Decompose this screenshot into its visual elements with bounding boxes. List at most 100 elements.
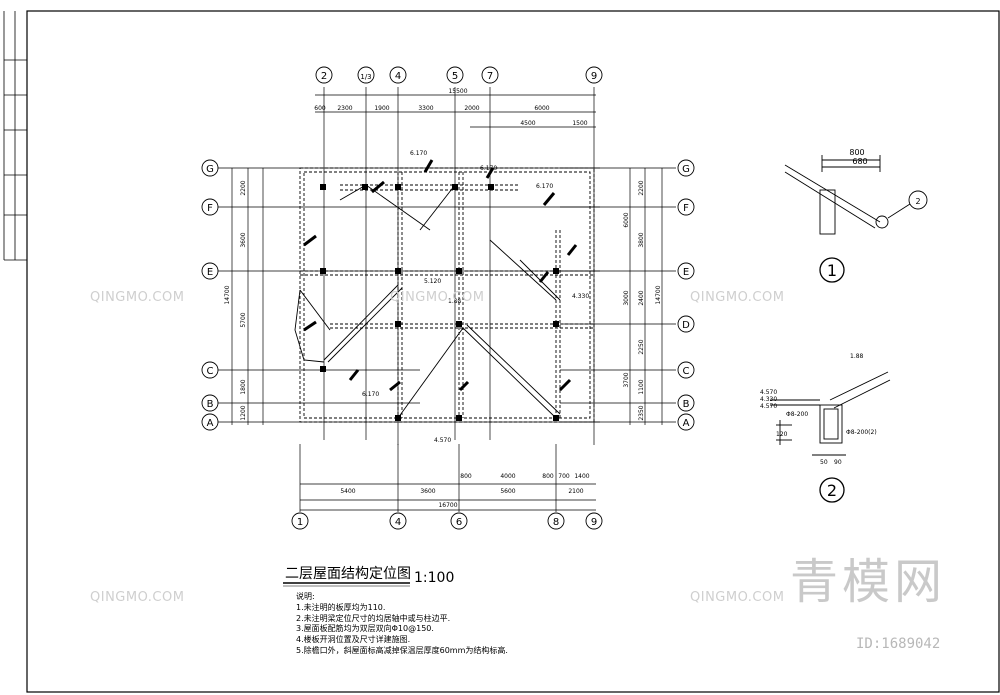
dim-bottom: 800 — [542, 473, 554, 480]
dim-left: 2200 — [240, 180, 247, 195]
dim-bottom: 1400 — [574, 473, 589, 480]
dim-right: 2400 — [638, 290, 645, 305]
axis-bubbles-top — [315, 66, 603, 84]
dim-bottom: 5400 — [340, 488, 355, 495]
detail2-label: 2 — [827, 481, 837, 500]
elevation-label: 1.88 — [448, 298, 462, 305]
dim-bottom: 700 — [558, 473, 570, 480]
detail2-elev: 4.570 — [760, 403, 777, 410]
dim-right: 2200 — [638, 180, 645, 195]
dim-bottom: 3600 — [420, 488, 435, 495]
axis-label-left: C — [207, 366, 214, 377]
dim-right: 3800 — [638, 232, 645, 247]
sheet-border — [26, 10, 1000, 693]
watermark-text: QINGMO.COM — [90, 290, 185, 305]
detail2-rebar: Φ8-200(2) — [846, 429, 877, 436]
axis-label-bottom: 1 — [297, 517, 303, 528]
axis-label-left: A — [207, 418, 214, 429]
note-line: 3.屋面板配筋均为双层双向Φ10@150. — [296, 624, 434, 634]
watermark-text: QINGMO.COM — [390, 290, 485, 305]
dim-top: 1900 — [374, 105, 389, 112]
detail2-elev: 4.330 — [760, 396, 777, 403]
axis-label-left: B — [207, 399, 214, 410]
axis-label-top: 9 — [591, 71, 597, 82]
dim-bottom: 5600 — [500, 488, 515, 495]
axis-bubbles-bottom — [291, 512, 603, 530]
dim-top: 15500 — [448, 88, 467, 95]
dim-left: 5700 — [240, 312, 247, 327]
axis-label-right: B — [683, 399, 690, 410]
elevation-label: 6.170 — [536, 183, 553, 190]
axis-label-top: 7 — [487, 71, 493, 82]
drawing-scale: 1:100 — [414, 570, 454, 586]
bottom-dimension-lines — [299, 444, 596, 512]
dim-right: 6000 — [623, 212, 630, 227]
dim-left: 14700 — [224, 285, 231, 304]
dim-bottom: 800 — [460, 473, 472, 480]
dim-bottom: 4000 — [500, 473, 515, 480]
elevation-label: 6.170 — [410, 150, 427, 157]
design-notes: 说明: 1.未注明的板厚均为110. 2.未注明梁定位尺寸的均居轴中或与柱边平.… — [296, 592, 508, 657]
axis-label-bottom: 8 — [553, 517, 559, 528]
dim-right: 14700 — [655, 285, 662, 304]
dim-top: 4500 — [520, 120, 535, 127]
axis-label-right: G — [682, 164, 690, 175]
axis-label-left: E — [207, 267, 213, 278]
note-line: 4.楼板开洞位置及尺寸详建施图. — [296, 635, 411, 645]
dim-right: 3000 — [623, 290, 630, 305]
detail1-dim: 800 — [849, 148, 864, 157]
note-line: 2.未注明梁定位尺寸的均居轴中或与柱边平. — [296, 613, 451, 623]
dim-top: 6000 — [534, 105, 549, 112]
section-detail-2 — [770, 371, 891, 456]
dim-bottom: 2100 — [568, 488, 583, 495]
elevation-label: 6.170 — [480, 165, 497, 172]
axis-label-top: 2 — [321, 71, 327, 82]
right-dimension-lines — [560, 167, 676, 425]
elevation-label: 6.170 — [362, 391, 379, 398]
dim-left: 1800 — [240, 379, 247, 394]
detail2-elev: 4.570 — [760, 389, 777, 396]
dim-bottom: 16700 — [438, 502, 457, 509]
top-dimension-lines — [315, 87, 596, 445]
axis-label-bottom: 6 — [456, 517, 462, 528]
axis-bubbles-left — [201, 159, 219, 431]
axis-label-left: F — [207, 203, 213, 214]
watermark-text: QINGMO.COM — [90, 590, 185, 605]
axis-label-right: C — [683, 366, 690, 377]
detail1-label: 1 — [827, 261, 837, 280]
drawing-title: 二层屋面结构定位图 — [285, 566, 411, 582]
dim-top: 1500 — [572, 120, 587, 127]
dim-top: 600 — [314, 105, 326, 112]
dim-top: 2300 — [337, 105, 352, 112]
axis-label-right: A — [683, 418, 690, 429]
note-line: 5.除檐口外，斜屋面标高减掉保温层厚度60mm为结构标高. — [296, 645, 508, 655]
detail2-dim: 120 — [776, 431, 788, 438]
detail2-dim: 90 — [834, 459, 842, 466]
watermark-text: QINGMO.COM — [690, 590, 785, 605]
watermark-id: ID:1689042 — [856, 636, 941, 652]
columns — [320, 184, 559, 421]
detail2-dim: 50 — [820, 459, 828, 466]
detail1-callout: 2 — [915, 197, 920, 206]
detail1-label-circle — [819, 257, 845, 283]
elevation-label: 5.120 — [424, 278, 441, 285]
elevation-label: 4.330 — [572, 293, 589, 300]
dim-right: 3700 — [623, 372, 630, 387]
axis-label-right: D — [682, 320, 690, 331]
dim-right: 2250 — [638, 339, 645, 354]
watermark-text: QINGMO.COM — [690, 290, 785, 305]
elevation-label: 4.570 — [434, 437, 451, 444]
dim-left: 1200 — [240, 405, 247, 420]
left-dimension-lines — [218, 167, 600, 425]
notes-heading: 说明: — [296, 592, 315, 601]
axis-label-bottom: 9 — [591, 517, 597, 528]
section-detail-1 — [784, 155, 928, 235]
dim-right: 1100 — [638, 379, 645, 394]
title-block-strip — [3, 11, 27, 261]
detail2-label-circle — [819, 477, 845, 503]
axis-label-left: G — [206, 164, 214, 175]
axis-label-top: 1/3 — [360, 73, 371, 81]
detail2-rebar: Φ8-200 — [786, 411, 808, 418]
axis-bubbles-right — [677, 159, 695, 431]
